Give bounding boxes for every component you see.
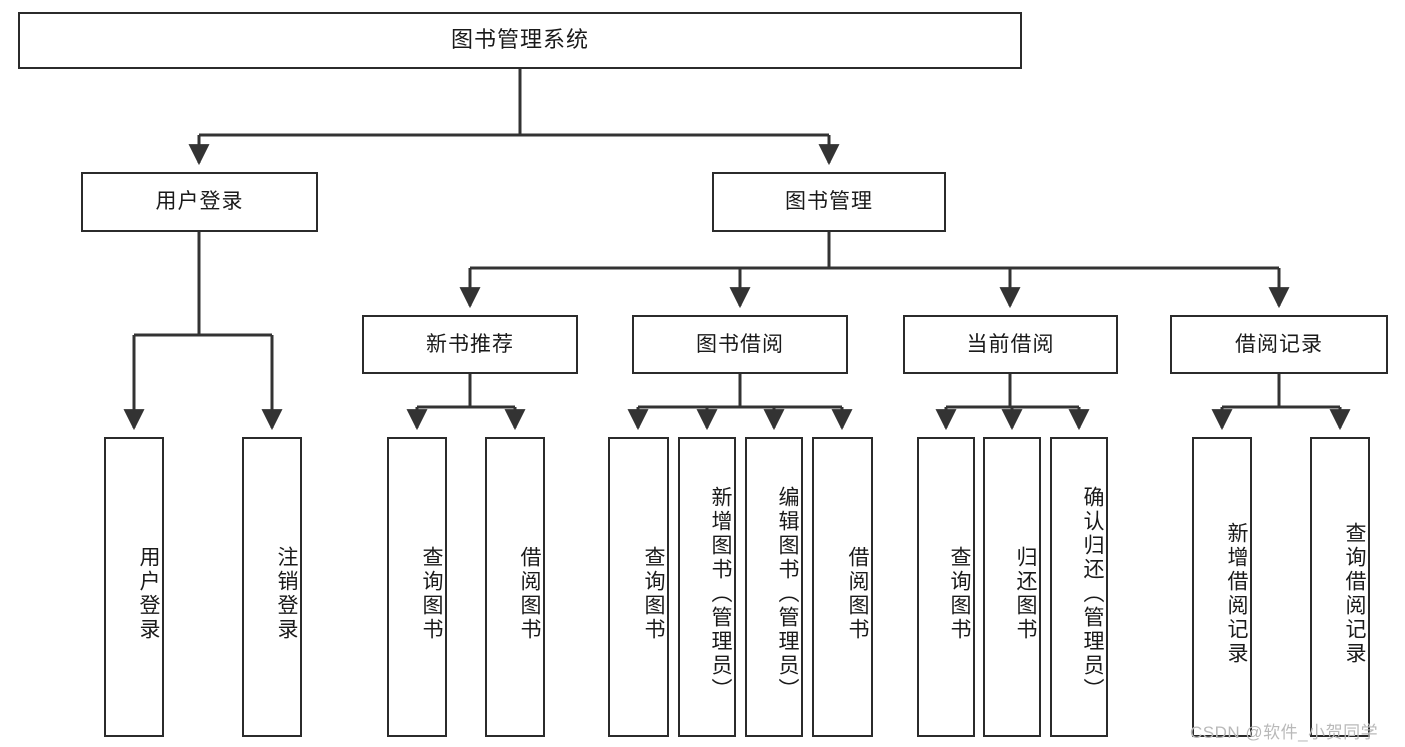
node-leaf-confirm-return-admin[interactable]: 确认归还（管理员） bbox=[1050, 437, 1108, 737]
node-borrow-records[interactable]: 借阅记录 bbox=[1170, 315, 1388, 374]
node-leaf-add-book-admin[interactable]: 新增图书（管理员） bbox=[678, 437, 736, 737]
node-leaf-query-book-borrow[interactable]: 查询图书 bbox=[608, 437, 669, 737]
node-leaf-add-borrow-record[interactable]: 新增借阅记录 bbox=[1192, 437, 1252, 737]
node-leaf-logout-login[interactable]: 注销登录 bbox=[242, 437, 302, 737]
node-leaf-query-borrow-record[interactable]: 查询借阅记录 bbox=[1310, 437, 1370, 737]
node-leaf-user-login[interactable]: 用户登录 bbox=[104, 437, 164, 737]
node-leaf-query-book-recommend[interactable]: 查询图书 bbox=[387, 437, 447, 737]
node-new-book-recommend[interactable]: 新书推荐 bbox=[362, 315, 578, 374]
node-leaf-return-book[interactable]: 归还图书 bbox=[983, 437, 1041, 737]
node-user-login[interactable]: 用户登录 bbox=[81, 172, 318, 232]
node-leaf-edit-book-admin[interactable]: 编辑图书（管理员） bbox=[745, 437, 803, 737]
node-leaf-query-book-current[interactable]: 查询图书 bbox=[917, 437, 975, 737]
node-book-management[interactable]: 图书管理 bbox=[712, 172, 946, 232]
node-leaf-borrow-book[interactable]: 借阅图书 bbox=[812, 437, 873, 737]
node-root-system[interactable]: 图书管理系统 bbox=[18, 12, 1022, 69]
node-book-borrow[interactable]: 图书借阅 bbox=[632, 315, 848, 374]
node-current-borrow[interactable]: 当前借阅 bbox=[903, 315, 1118, 374]
node-leaf-borrow-book-recommend[interactable]: 借阅图书 bbox=[485, 437, 545, 737]
